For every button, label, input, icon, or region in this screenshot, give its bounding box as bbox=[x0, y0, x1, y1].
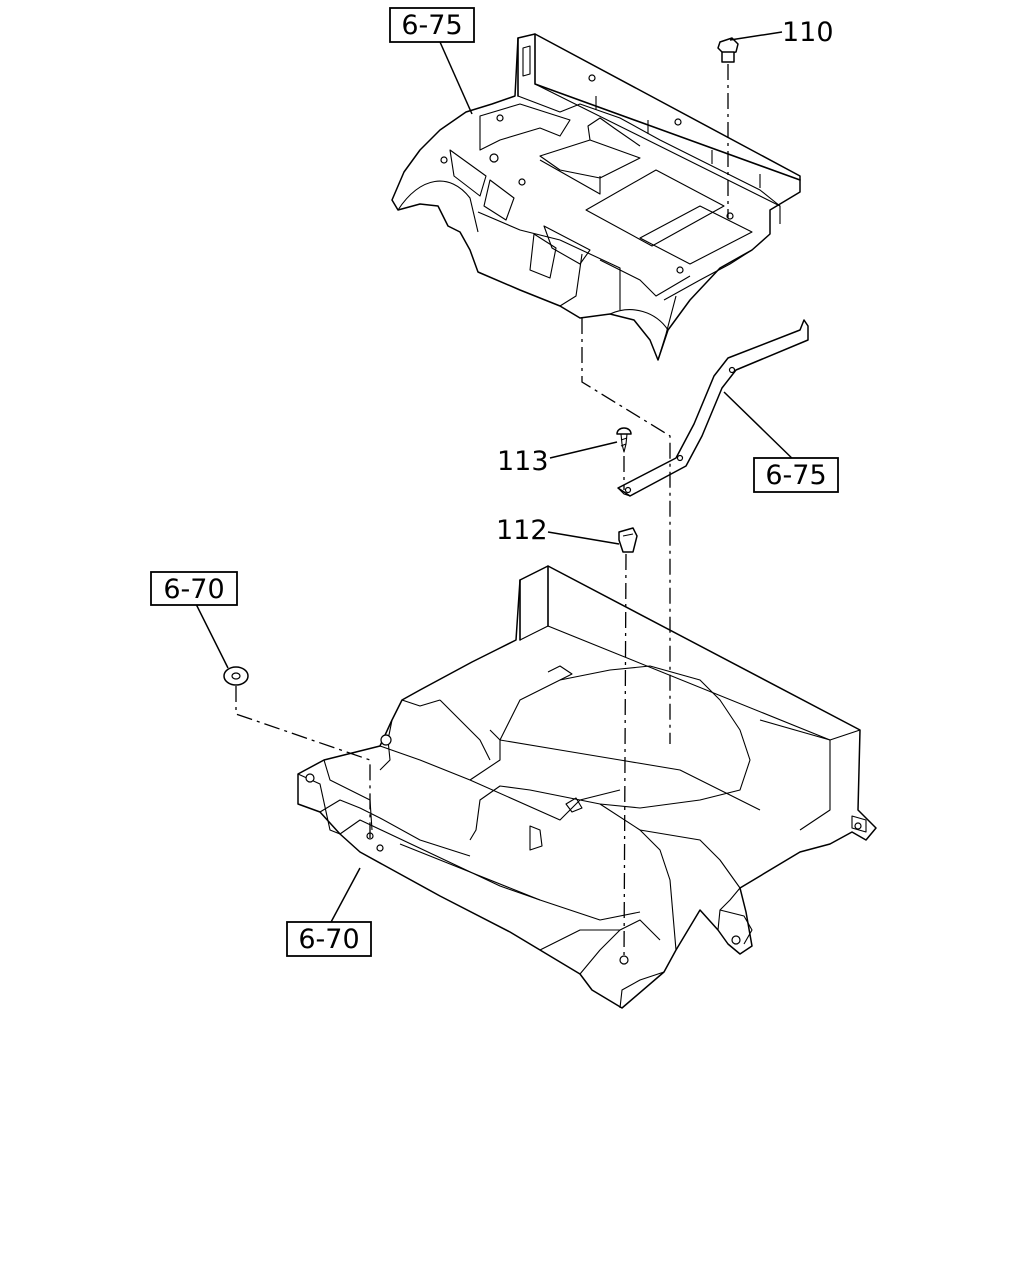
ref-box-top: 6-75 bbox=[389, 7, 475, 43]
upper-floor-panel bbox=[391, 33, 801, 361]
leader-ref-top bbox=[439, 41, 473, 115]
bolt-110 bbox=[717, 31, 783, 63]
ref-box-bracket: 6-75 bbox=[753, 457, 839, 493]
ref-label-bracket: 6-75 bbox=[765, 460, 826, 491]
ref-label-bottom: 6-70 bbox=[298, 924, 359, 955]
assembly-lines bbox=[235, 64, 729, 961]
ref-box-bottom: 6-70 bbox=[286, 921, 372, 957]
part-number-110: 110 bbox=[782, 17, 834, 48]
part-number-113: 113 bbox=[497, 446, 549, 477]
leader-ref-bottom bbox=[329, 867, 361, 925]
clip-112 bbox=[547, 527, 638, 553]
screw-113 bbox=[549, 427, 632, 459]
ref-label-grommet: 6-70 bbox=[163, 574, 224, 605]
ref-label-top: 6-75 bbox=[401, 10, 462, 41]
grommet bbox=[195, 603, 249, 686]
part-number-112: 112 bbox=[496, 515, 548, 546]
lower-floor-panel bbox=[297, 565, 877, 1009]
brace-bracket bbox=[617, 319, 809, 497]
ref-box-grommet: 6-70 bbox=[150, 571, 238, 606]
